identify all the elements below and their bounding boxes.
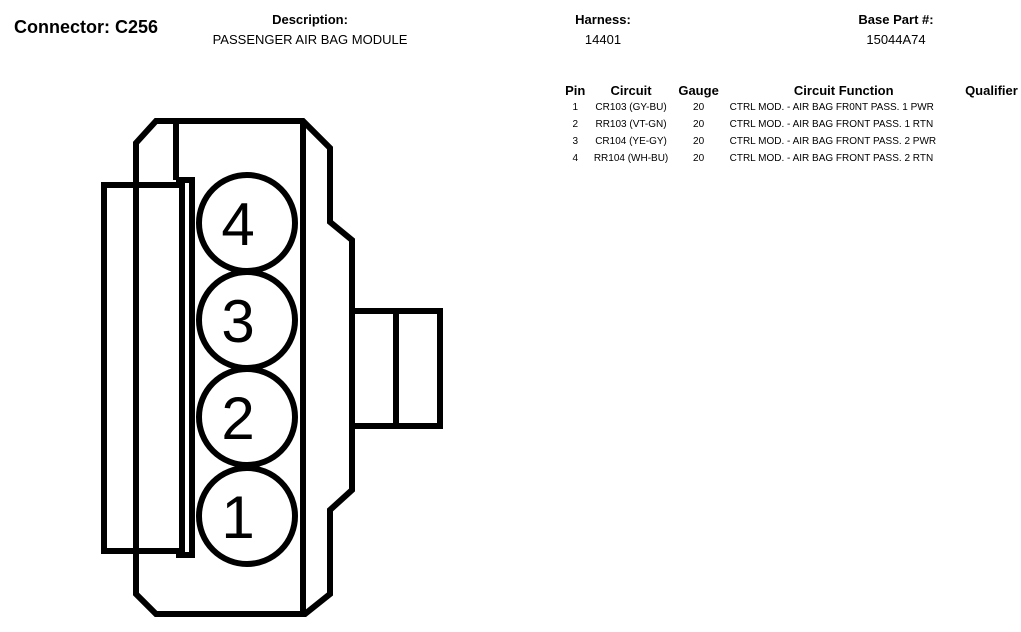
pin-label-2: 2 — [221, 385, 254, 452]
cell-function: CTRL MOD. - AIR BAG FRONT PASS. 2 PWR — [729, 136, 937, 147]
connector-housing-outline — [133, 118, 355, 617]
cell-circuit: RR103 (VT-GN) — [595, 119, 667, 130]
header-circuit: Circuit — [610, 82, 652, 98]
harness-label: Harness: — [575, 12, 631, 27]
header-pin: Pin — [565, 82, 586, 98]
table-row: 4 RR104 (WH-BU) 20 CTRL MOD. - AIR BAG F… — [560, 150, 1021, 167]
latch-outer — [101, 182, 185, 554]
cell-function: CTRL MOD. - AIR BAG FRONT PASS. 2 RTN — [729, 153, 934, 164]
header-qualifier: Qualifier — [965, 82, 1018, 98]
table-row: 2 RR103 (VT-GN) 20 CTRL MOD. - AIR BAG F… — [560, 116, 1021, 133]
pin-label-1: 1 — [221, 484, 254, 551]
table-row: 3 CR104 (YE-GY) 20 CTRL MOD. - AIR BAG F… — [560, 133, 1021, 150]
cell-gauge: 20 — [693, 119, 705, 130]
connector-title: Connector: C256 — [14, 17, 159, 37]
description-value: PASSENGER AIR BAG MODULE — [212, 32, 408, 47]
cell-gauge: 20 — [693, 153, 705, 164]
header-gauge: Gauge — [678, 82, 719, 98]
harness-value: 14401 — [584, 32, 622, 47]
cell-pin: 2 — [572, 119, 579, 130]
cell-circuit: RR104 (WH-BU) — [593, 153, 669, 164]
cell-gauge: 20 — [693, 136, 705, 147]
table-row: 1 CR103 (GY-BU) 20 CTRL MOD. - AIR BAG F… — [560, 99, 1021, 116]
base-part-label: Base Part #: — [858, 12, 934, 27]
table-header-row: Pin Circuit Gauge Circuit Function Quali… — [560, 81, 1021, 99]
cell-circuit: CR103 (GY-BU) — [595, 102, 667, 113]
cell-circuit: CR104 (YE-GY) — [595, 136, 667, 147]
pin-label-4: 4 — [221, 191, 254, 258]
pin-label-3: 3 — [221, 288, 254, 355]
pin-table: Pin Circuit Gauge Circuit Function Quali… — [560, 81, 1021, 167]
pin-cavity-1 — [196, 465, 298, 567]
cell-function: CTRL MOD. - AIR BAG FRONT PASS. 1 RTN — [729, 119, 934, 130]
latch-inner — [176, 177, 195, 558]
cell-function: CTRL MOD. - AIR BAG FR0NT PASS. 1 PWR — [729, 102, 934, 113]
cell-gauge: 20 — [693, 102, 705, 113]
header-function: Circuit Function — [793, 82, 894, 98]
description-label: Description: — [272, 12, 348, 27]
cell-pin: 3 — [572, 136, 579, 147]
base-part-value: 15044A74 — [866, 32, 926, 47]
cell-pin: 1 — [572, 102, 579, 113]
cell-pin: 4 — [572, 153, 579, 164]
